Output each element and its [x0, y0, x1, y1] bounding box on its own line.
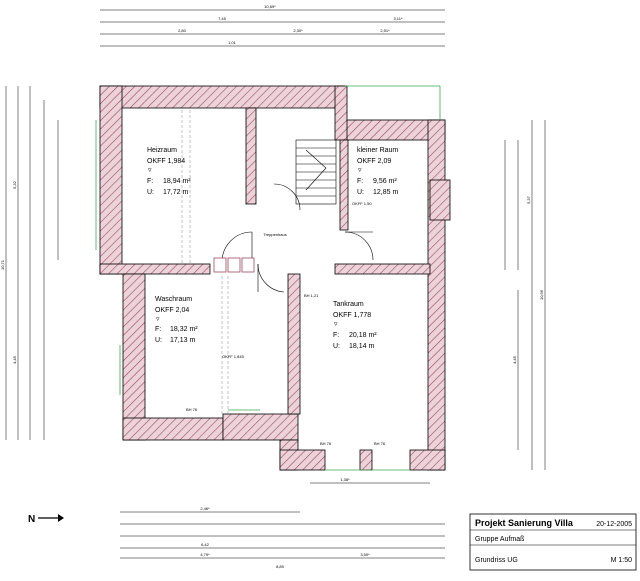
wall-stair-left	[245, 107, 257, 205]
dim-bottom-c: 4,79*	[200, 552, 210, 557]
dim-top-a: 7,45	[218, 16, 227, 21]
room-okff: OKFF 2,04	[155, 307, 189, 314]
door-swings	[221, 183, 374, 293]
dim-bottom-d: 8,89	[276, 564, 285, 569]
level-marker: ▿	[156, 316, 160, 323]
room-perimeter-value: 18,14 m	[349, 343, 374, 350]
dim-bottom-e: 3,50*	[360, 552, 370, 557]
dashed-lines	[181, 110, 229, 414]
dimension-text: 10,69* 7,45 3,11* 2,80 1,01 2,30* 2,51* …	[0, 4, 544, 569]
walls	[99, 85, 451, 471]
plan-name: Grundriss UG	[475, 557, 518, 564]
room-perimeter-label: U:	[357, 189, 364, 196]
room-perimeter-label: U:	[147, 189, 154, 196]
staircase	[295, 139, 337, 205]
room-kleiner-raum: kleiner Raum OKFF 2,09 ▿ F: 9,56 m² U: 1…	[357, 147, 398, 196]
room-perimeter-value: 12,85 m	[373, 189, 398, 196]
wall-upper-left	[99, 85, 123, 275]
wall-bottom-c	[409, 449, 446, 471]
dim-bottom-a: 2,46*	[200, 506, 210, 511]
room-okff: OKFF 1,778	[333, 312, 371, 319]
group-name: Gruppe Aufmaß	[475, 536, 524, 543]
room-perimeter-value: 17,72 m	[163, 189, 188, 196]
room-area-label: F:	[333, 332, 339, 339]
window-lines	[95, 85, 441, 471]
room-name: Heizraum	[147, 147, 177, 154]
room-perimeter-label: U:	[333, 343, 340, 350]
dim-left-a: 4,45	[12, 355, 17, 364]
room-perimeter-label: U:	[155, 337, 162, 344]
plan-scale: M 1:50	[611, 557, 633, 564]
level-marker: ▿	[358, 167, 362, 174]
label-bh-76a: BH 76	[186, 407, 198, 412]
room-area-value: 20,18 m²	[349, 332, 377, 339]
room-perimeter-value: 17,13 m	[170, 337, 195, 344]
label-okff-150: OKFF 1,50	[352, 201, 372, 206]
wall-bottom-mid	[222, 413, 299, 441]
room-area-label: F:	[155, 326, 161, 333]
label-bh-121: BH 1,21	[304, 293, 319, 298]
room-heizraum: Heizraum OKFF 1,984 ▿ F: 18,94 m² U: 17,…	[147, 147, 191, 196]
wall-step	[334, 85, 348, 141]
room-okff: OKFF 2,09	[357, 158, 391, 165]
room-area-label: F:	[357, 178, 363, 185]
dim-top-f: 2,51*	[380, 28, 390, 33]
label-bh-76c: BH 76	[374, 441, 386, 446]
title-block: Projekt Sanierung Villa 20-12-2005 Grupp…	[469, 513, 637, 571]
north-label: N	[28, 514, 35, 525]
wall-lower-left	[122, 273, 146, 441]
project-date: 20-12-2005	[596, 521, 632, 528]
chimney	[213, 257, 255, 273]
wall-middle-left	[99, 263, 211, 275]
dim-top-total: 10,69*	[264, 4, 276, 9]
wall-bottom-a	[279, 449, 326, 471]
wall-right-jog	[429, 179, 451, 221]
room-area-label: F:	[147, 178, 153, 185]
room-name: Tankraum	[333, 301, 364, 308]
dim-right-total: 10,96	[539, 289, 544, 300]
label-bh-76b: BH 76	[320, 441, 332, 446]
dim-right-b: 4,45	[512, 355, 517, 364]
dim-right-a: 5,37	[526, 195, 531, 204]
room-okff: OKFF 1,984	[147, 158, 185, 165]
wall-middle-right	[334, 263, 431, 275]
interior-labels: Treppenhaus BH 1,21 OKFF 1,845 OKFF 1,50…	[186, 201, 386, 446]
dim-top-d: 1,01	[228, 40, 237, 45]
room-waschraum: Waschraum OKFF 2,04 ▿ F: 18,32 m² U: 17,…	[155, 296, 198, 344]
wall-divider	[287, 273, 301, 415]
wall-right	[427, 119, 446, 471]
room-area-value: 9,56 m²	[373, 178, 397, 185]
north-arrow: N	[28, 514, 64, 525]
room-area-value: 18,32 m²	[170, 326, 198, 333]
dim-left-b: 5,32	[12, 180, 17, 189]
dimension-lines	[5, 9, 546, 559]
room-tankraum: Tankraum OKFF 1,778 ▿ F: 20,18 m² U: 18,…	[333, 301, 377, 350]
dim-top-b: 3,11*	[393, 16, 402, 21]
dim-bottom-f: 1,38*	[340, 477, 350, 482]
wall-stair-right	[339, 139, 349, 231]
label-treppenhaus: Treppenhaus	[263, 232, 286, 237]
dim-bottom-b: 6,42	[201, 542, 210, 547]
level-marker: ▿	[334, 321, 338, 328]
room-name: kleiner Raum	[357, 147, 398, 154]
wall-top	[99, 85, 346, 109]
dim-top-e: 2,30*	[293, 28, 303, 33]
room-name: Waschraum	[155, 296, 192, 303]
room-area-value: 18,94 m²	[163, 178, 191, 185]
level-marker: ▿	[148, 167, 152, 174]
project-title: Projekt Sanierung Villa	[475, 518, 574, 528]
wall-bottom-b	[359, 449, 373, 471]
dim-left-total: 10,71	[0, 259, 5, 270]
wall-bottom-left	[122, 417, 224, 441]
label-okff-1845: OKFF 1,845	[222, 354, 245, 359]
dim-top-c: 2,80	[178, 28, 187, 33]
